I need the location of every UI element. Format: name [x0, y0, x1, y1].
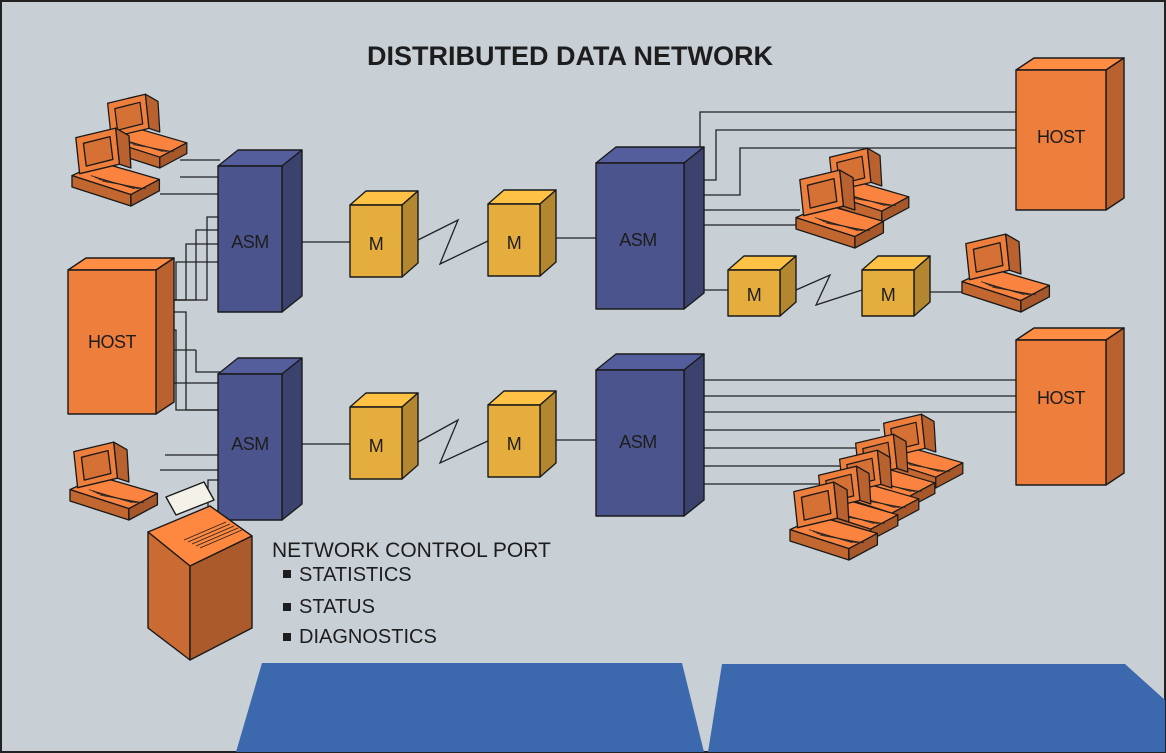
modem-top-2: M — [487, 189, 557, 277]
modem-right-1: M — [727, 255, 797, 317]
asm-bottom-left: ASM — [217, 357, 303, 521]
bullet-icon — [283, 633, 291, 641]
terminal-cluster-5 — [789, 481, 879, 561]
asm-top-left-label: ASM — [231, 232, 269, 252]
printer — [147, 481, 253, 661]
asm-bottom-right-label: ASM — [619, 432, 657, 452]
modem-right-2-label: M — [881, 285, 896, 305]
control-port-item-status: STATUS — [299, 596, 375, 618]
modem-bottom-1-label: M — [369, 436, 384, 456]
network-control-port-legend: NETWORK CONTROL PORT STATISTICS STATUS D… — [272, 539, 551, 648]
modem-right-1-label: M — [747, 285, 762, 305]
modem-top-2-label: M — [507, 233, 522, 253]
modem-top-1-label: M — [369, 234, 384, 254]
host-top-right-label: HOST — [1037, 127, 1086, 147]
host-bottom-right: HOST — [1015, 327, 1125, 486]
terminal-bottom-left — [69, 441, 159, 521]
host-bottom-right-label: HOST — [1037, 388, 1086, 408]
asm-bottom-left-label: ASM — [231, 434, 269, 454]
control-port-item-diagnostics: DIAGNOSTICS — [299, 626, 437, 648]
asm-bottom-right: ASM — [595, 353, 705, 517]
modem-bottom-2: M — [487, 390, 557, 478]
asm-top-right: ASM — [595, 146, 705, 310]
modem-top-1: M — [349, 190, 419, 278]
host-left: HOST — [67, 257, 175, 415]
terminal-top-right-front — [795, 169, 885, 249]
bullet-icon — [283, 570, 291, 578]
modem-bottom-1: M — [349, 392, 419, 480]
terminal-right-middle — [961, 233, 1051, 313]
devices: ASM ASM ASM ASM M M M M M M HOST HOST HOST — [67, 57, 1125, 661]
terminal-top-left-front — [71, 127, 161, 207]
modem-right-2: M — [861, 255, 931, 317]
bullet-icon — [283, 603, 291, 611]
base-platform-left — [236, 663, 704, 752]
base-platform-right — [708, 664, 1165, 752]
diagram-title: DISTRIBUTED DATA NETWORK — [367, 41, 773, 71]
control-port-heading: NETWORK CONTROL PORT — [272, 539, 551, 562]
host-left-label: HOST — [88, 332, 137, 352]
modem-bottom-2-label: M — [507, 434, 522, 454]
asm-top-left: ASM — [217, 149, 303, 313]
asm-top-right-label: ASM — [619, 230, 657, 250]
control-port-item-statistics: STATISTICS — [299, 564, 412, 586]
host-top-right: HOST — [1015, 57, 1125, 211]
base-platform — [236, 663, 1165, 752]
